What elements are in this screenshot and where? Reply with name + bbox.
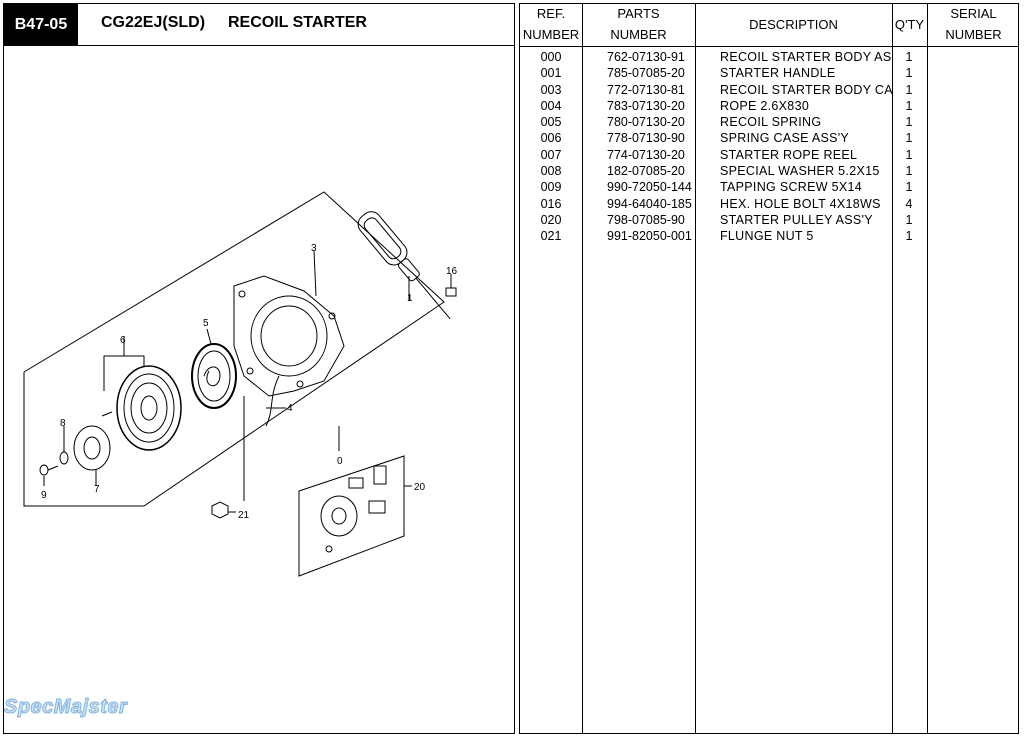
part-number-cell: 772-07130-81 — [607, 82, 685, 97]
callout-4: 4 — [287, 403, 293, 414]
table-row: 006 778-07130-90 SPRING CASE ASS'Y 1 — [520, 130, 1018, 146]
part-number-cell: 783-07130-20 — [607, 98, 685, 113]
column-divider — [927, 4, 928, 733]
qty-cell: 1 — [905, 229, 913, 244]
description-cell: RECOIL STARTER BODY CASE — [720, 82, 892, 97]
description-cell: STARTER PULLEY ASS'Y — [720, 212, 873, 227]
header-serial-number: SERIAL NUMBER — [945, 6, 1002, 42]
qty-cell: 1 — [905, 212, 913, 227]
callout-16: 16 — [446, 266, 458, 277]
callout-3: 3 — [311, 243, 317, 254]
table-row: 016 994-64040-185 HEX. HOLE BOLT 4X18WS … — [520, 196, 1018, 212]
part-number-cell: 774-07130-20 — [607, 147, 685, 162]
part-number-cell: 762-07130-91 — [607, 50, 685, 64]
description-cell: SPECIAL WASHER 5.2X15 — [720, 164, 880, 179]
callout-20: 20 — [414, 482, 426, 493]
ref-cell: 021 — [540, 229, 562, 244]
column-divider — [892, 4, 893, 733]
column-divider — [695, 4, 696, 733]
part-number-cell: 778-07130-90 — [607, 131, 685, 146]
qty-cell: 1 — [905, 115, 913, 130]
table-row: 005 780-07130-20 RECOIL SPRING 1 — [520, 114, 1018, 130]
part-number-cell: 991-82050-001 — [607, 229, 692, 244]
qty-cell: 1 — [905, 147, 913, 162]
qty-cell: 1 — [905, 82, 913, 97]
qty-cell: 1 — [905, 180, 913, 195]
model-name: CG22EJ(SLD) — [101, 14, 206, 31]
qty-cell: 1 — [905, 50, 913, 64]
ref-cell: 020 — [540, 212, 562, 227]
header-parts-number: PARTS NUMBER — [610, 6, 667, 42]
ref-cell: 000 — [540, 50, 562, 64]
qty-cell: 4 — [905, 196, 913, 211]
qty-cell: 1 — [905, 66, 913, 81]
table-row: 000 762-07130-91 RECOIL STARTER BODY ASS… — [520, 49, 1018, 65]
part-number-cell: 785-07085-20 — [607, 66, 685, 81]
table-row: 021 991-82050-001 FLUNGE NUT 5 1 — [520, 228, 1018, 244]
qty-cell: 1 — [905, 98, 913, 113]
header-qty: Q'TY — [894, 17, 925, 32]
header-ref: REF. NUMBER — [522, 6, 580, 42]
part-number-cell: 798-07085-90 — [607, 212, 685, 227]
ref-cell: 006 — [540, 131, 562, 146]
page-title: RECOIL STARTER — [228, 14, 367, 31]
parts-table: REF. NUMBER PARTS NUMBER DESCRIPTION Q'T… — [519, 3, 1019, 734]
description-cell: RECOIL STARTER BODY ASS'Y — [720, 50, 892, 64]
ref-cell: 016 — [540, 196, 562, 211]
callout-5: 5 — [203, 318, 209, 329]
ref-cell: 001 — [540, 66, 562, 81]
table-row: 020 798-07085-90 STARTER PULLEY ASS'Y 1 — [520, 212, 1018, 228]
table-row: 004 783-07130-20 ROPE 2.6X830 1 — [520, 98, 1018, 114]
description-cell: TAPPING SCREW 5X14 — [720, 180, 863, 195]
ref-cell: 003 — [540, 82, 562, 97]
description-cell: SPRING CASE ASS'Y — [720, 131, 850, 146]
description-cell: RECOIL SPRING — [720, 115, 822, 130]
header-description: DESCRIPTION — [749, 17, 838, 32]
table-row: 007 774-07130-20 STARTER ROPE REEL 1 — [520, 147, 1018, 163]
description-cell: HEX. HOLE BOLT 4X18WS — [720, 196, 881, 211]
callout-1: 1 — [407, 293, 413, 304]
ref-cell: 008 — [540, 164, 562, 179]
qty-cell: 1 — [905, 164, 913, 179]
qty-cell: 1 — [905, 131, 913, 146]
ref-cell: 009 — [540, 180, 562, 195]
callout-6: 6 — [120, 335, 126, 346]
callout-7: 7 — [94, 484, 100, 495]
table-row: 003 772-07130-81 RECOIL STARTER BODY CAS… — [520, 82, 1018, 98]
part-number-cell: 780-07130-20 — [607, 115, 685, 130]
ref-cell: 007 — [540, 147, 562, 162]
table-row: 001 785-07085-20 STARTER HANDLE 1 — [520, 65, 1018, 81]
table-body: 000 762-07130-91 RECOIL STARTER BODY ASS… — [520, 49, 1018, 245]
callout-0: 0 — [337, 456, 343, 467]
column-divider — [582, 4, 583, 733]
callout-21: 21 — [238, 510, 250, 521]
table-row: 009 990-72050-144 TAPPING SCREW 5X14 1 — [520, 179, 1018, 195]
table-header: REF. NUMBER PARTS NUMBER DESCRIPTION Q'T… — [520, 4, 1018, 47]
description-cell: FLUNGE NUT 5 — [720, 229, 814, 244]
section-code: B47-05 — [4, 4, 78, 45]
description-cell: STARTER ROPE REEL — [720, 147, 858, 162]
callout-9: 9 — [41, 490, 47, 501]
watermark-logo: SpecMajster — [3, 696, 128, 719]
part-number-cell: 182-07085-20 — [607, 164, 685, 179]
page-header: B47-05 CG22EJ(SLD) RECOIL STARTER — [3, 3, 515, 46]
exploded-diagram-panel: 0 1 3 4 5 6 7 8 9 16 20 21 — [3, 46, 515, 734]
exploded-diagram: 0 1 3 4 5 6 7 8 9 16 20 21 — [23, 191, 458, 577]
part-number-cell: 990-72050-144 — [607, 180, 692, 195]
description-cell: STARTER HANDLE — [720, 66, 836, 81]
ref-cell: 004 — [540, 98, 562, 113]
ref-cell: 005 — [540, 115, 562, 130]
table-row: 008 182-07085-20 SPECIAL WASHER 5.2X15 1 — [520, 163, 1018, 179]
callout-8: 8 — [60, 418, 66, 429]
part-number-cell: 994-64040-185 — [607, 196, 692, 211]
description-cell: ROPE 2.6X830 — [720, 98, 810, 113]
